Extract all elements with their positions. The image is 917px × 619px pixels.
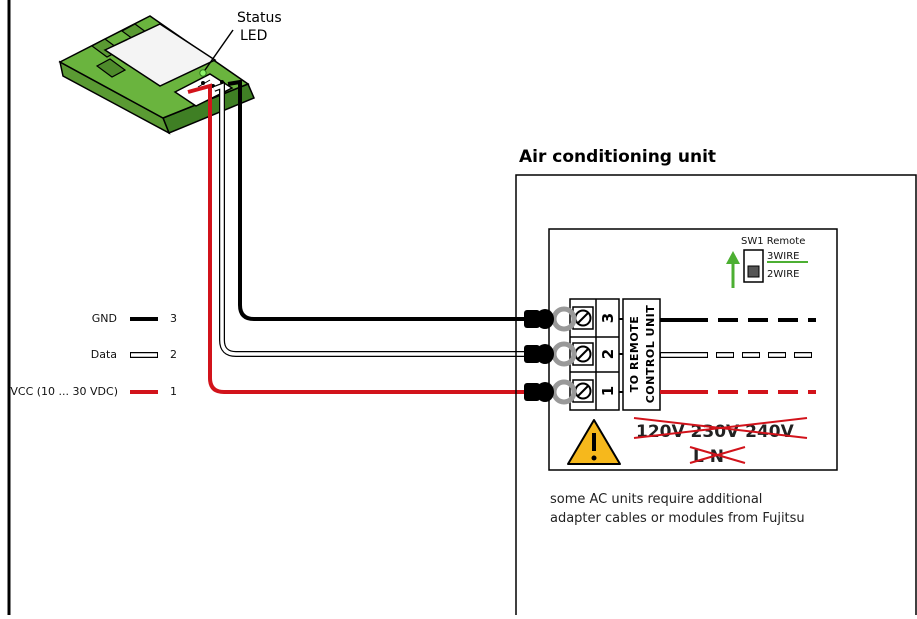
terminal-pin-3: 3 (599, 313, 617, 323)
wire-data-outer (212, 81, 528, 357)
wire-gnd (227, 79, 528, 321)
legend-vcc-label: VCC (10 ... 30 VDC) (10, 385, 118, 398)
terminal-screw (572, 342, 594, 366)
sw1-label: SW1 Remote (741, 236, 805, 247)
note-line1: some AC units require additional (550, 492, 762, 507)
terminal-pin-2: 2 (599, 349, 617, 359)
switch-option-2wire: 2WIRE (767, 269, 799, 280)
wire-data-inner (213, 83, 528, 356)
warning-voltages: 120V 230V 240V (636, 422, 795, 442)
legend-gnd-label: GND (92, 312, 117, 325)
ln-strike-2 (689, 446, 746, 464)
gnd-ferrule (524, 309, 554, 329)
terminal-label-line2: CONTROL UNIT (644, 305, 657, 404)
terminal-screw (572, 379, 594, 403)
status-led-label-line2: LED (240, 28, 267, 44)
legend-gnd-num: 3 (170, 312, 177, 325)
status-led-pointer (204, 29, 234, 71)
warning-icon-dot (591, 455, 597, 461)
green-device (58, 15, 255, 135)
legend: GND 3 Data 2 VCC (10 ... 30 VDC) 1 (10, 312, 177, 398)
data-ferrule (524, 344, 554, 364)
switch-arrow-up-icon (726, 251, 740, 264)
note-line2: adapter cables or modules from Fujitsu (550, 511, 805, 526)
switch-option-3wire: 3WIRE (767, 251, 799, 262)
terminal-label-line1: TO REMOTE (628, 316, 641, 392)
ac-unit-title: Air conditioning unit (519, 147, 716, 167)
dip-switch-knob (747, 265, 760, 278)
vcc-ferrule (524, 382, 554, 402)
terminal-pin-1: 1 (599, 386, 617, 396)
terminal-screw (572, 306, 594, 330)
ac-unit-box (515, 174, 917, 619)
legend-data-num: 2 (170, 348, 177, 361)
legend-data-label: Data (91, 348, 117, 361)
wire-vcc (187, 83, 528, 394)
voltages-strike-2 (633, 417, 808, 439)
legend-vcc-num: 1 (170, 385, 177, 398)
status-led-label-line1: Status (237, 10, 282, 26)
status-led (199, 69, 207, 77)
